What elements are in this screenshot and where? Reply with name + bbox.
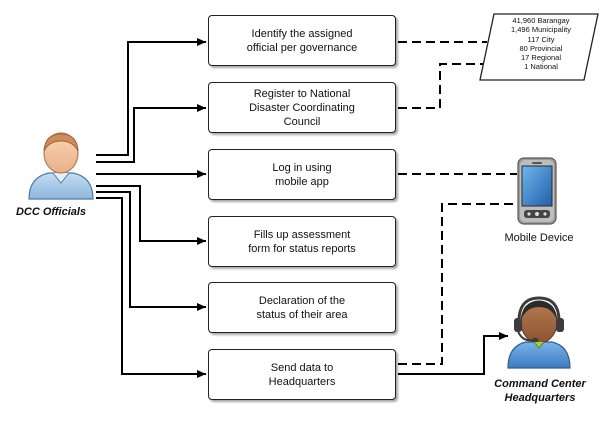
connector-step-5 [96, 191, 206, 311]
connector-step-1 [96, 38, 206, 156]
connector-step-4 [96, 185, 206, 245]
dash-step2-to-breakdown [398, 63, 487, 109]
breakdown-line: 1,496 Municipality [510, 25, 572, 35]
breakdown-line: 17 Regional [520, 53, 562, 63]
step-register-ndcc: Register to National Disaster Coordinati… [208, 82, 396, 133]
step-register-ndcc-text: Register to National Disaster Coordinati… [249, 87, 355, 128]
dashed-connectors [398, 41, 517, 365]
step-fill-assessment-text: Fills up assessment form for status repo… [248, 228, 356, 255]
step-login-mobile-text: Log in using mobile app [272, 161, 332, 188]
headset-operator-icon [507, 296, 571, 369]
step-send-data: Send data to Headquarters [208, 349, 396, 400]
step-send-data-text: Send data to Headquarters [268, 361, 336, 388]
officials-breakdown-shape [479, 13, 599, 81]
official-person-icon [28, 132, 94, 200]
breakdown-line: 1 National [524, 62, 558, 72]
mobile-device-label: Mobile Device [504, 232, 574, 244]
dcc-officials-label: DCC Officials [15, 206, 87, 218]
step-declaration-status-text: Declaration of the status of their area [256, 294, 348, 321]
dash-step6-to-device [398, 203, 517, 365]
breakdown-line: 80 Provincial [519, 43, 563, 53]
breakdown-line: 41,960 Barangay [512, 16, 570, 25]
step-login-mobile: Log in using mobile app [208, 149, 396, 200]
official-connectors [96, 38, 508, 378]
step-identify-official: Identify the assigned official per gover… [208, 15, 396, 66]
step-identify-official-text: Identify the assigned official per gover… [246, 27, 358, 54]
step-declaration-status: Declaration of the status of their area [208, 282, 396, 333]
officials-breakdown-list: 41,960 Barangay 1,496 Municipality 117 C… [496, 16, 586, 72]
mobile-device-icon [517, 157, 557, 225]
breakdown-line: 117 City [527, 34, 555, 44]
command-center-label: Command Center Headquarters [494, 378, 586, 404]
step-fill-assessment: Fills up assessment form for status repo… [208, 216, 396, 267]
connector-step-2 [96, 104, 206, 163]
connector-to-hq [398, 332, 508, 375]
connector-step-6 [96, 197, 206, 378]
